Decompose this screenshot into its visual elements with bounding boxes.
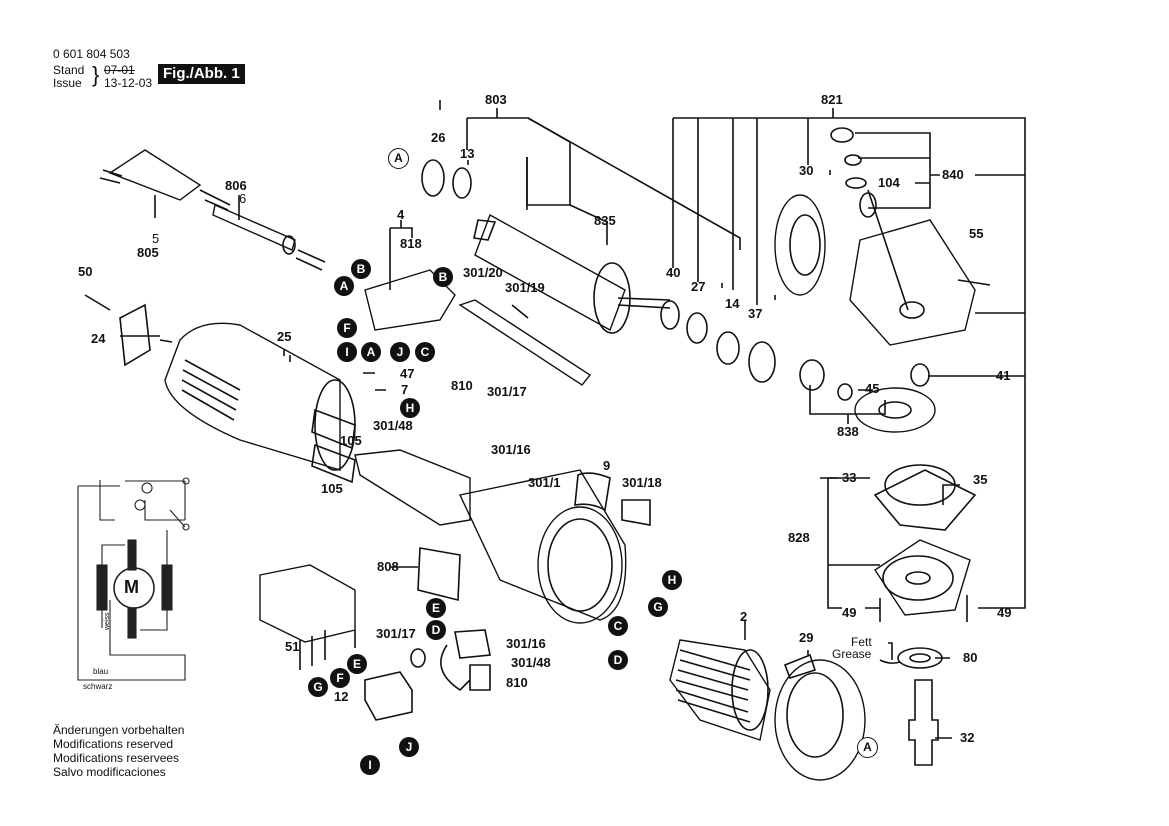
motor-symbol: M [124, 577, 139, 597]
part-label-7: 7 [401, 382, 409, 397]
part-label-810-b: 810 [506, 675, 528, 690]
connector-h-callout: H [400, 398, 420, 418]
part-label-301-18: 301/18 [622, 475, 662, 490]
connector-d-callout: D [608, 650, 628, 670]
part-label-80: 80 [963, 650, 978, 665]
connector-g-callout: G [648, 597, 668, 617]
part-label-105-b: 105 [321, 481, 343, 496]
connector-e-callout: E [347, 654, 367, 674]
wire-label-white: weiss [104, 612, 111, 630]
part-label-806: 806 [225, 178, 247, 193]
connector-b-callout: B [351, 259, 371, 279]
connector-j-callout: J [390, 342, 410, 362]
part-label-301-48-a: 301/48 [373, 418, 413, 433]
connector-a-ref-callout: A [857, 737, 878, 758]
part-label-808: 808 [377, 559, 399, 574]
connector-d-callout: D [426, 620, 446, 640]
part-label-838: 838 [837, 424, 859, 439]
leader-821 [673, 117, 1026, 609]
connector-f-callout: F [337, 318, 357, 338]
part-label-33: 33 [842, 470, 857, 485]
part-label-805: 805 [137, 245, 159, 260]
grease-label-en: Grease [832, 647, 872, 661]
part-label-41: 41 [996, 368, 1011, 383]
leader-803 [467, 117, 741, 250]
connector-h-callout: H [662, 570, 682, 590]
part-label-26: 26 [431, 130, 446, 145]
part-label-29: 29 [799, 630, 814, 645]
connector-g-callout: G [308, 677, 328, 697]
disclaimer-en: Modifications reserved [53, 737, 174, 751]
connector-b-callout: B [433, 267, 453, 287]
part-number: 0 601 804 503 [53, 47, 130, 61]
part-label-35: 35 [973, 472, 988, 487]
wire-label-black: schwarz [83, 682, 113, 691]
part-label-40: 40 [666, 265, 681, 280]
connector-f-callout: F [330, 668, 350, 688]
part-label-301-16-a: 301/16 [491, 442, 531, 457]
part-label-12: 12 [334, 689, 349, 704]
stand-date: 07-01 [104, 63, 135, 77]
part-label-30: 30 [799, 163, 814, 178]
connector-a-ref-callout: A [388, 148, 409, 169]
part-label-9: 9 [603, 458, 611, 473]
part-label-4: 4 [397, 207, 405, 222]
disclaimer-fr: Modifications reservees [53, 751, 180, 765]
part-label-27: 27 [691, 279, 706, 294]
connector-i-callout: I [360, 755, 380, 775]
wire-label-blue: blau [93, 667, 109, 676]
part-label-49-b: 49 [997, 605, 1012, 620]
connector-i-callout: I [337, 342, 357, 362]
part-label-828: 828 [788, 530, 810, 545]
part-label-821: 821 [821, 92, 843, 107]
connector-e-callout: E [426, 598, 446, 618]
part-label-301-20: 301/20 [463, 265, 503, 280]
issue-date: 13-12-03 [104, 76, 153, 90]
connector-a-callout: A [334, 276, 354, 296]
part-label-105-a: 105 [340, 433, 362, 448]
part-label-301-48-b: 301/48 [511, 655, 551, 670]
figure-label: Fig./Abb. 1 [158, 64, 245, 84]
part-label-104: 104 [878, 175, 900, 190]
issue-label: Issue [53, 76, 82, 90]
part-label-301-17-b: 301/17 [376, 626, 416, 641]
part-label-6: 6 [239, 191, 247, 206]
connector-a-callout: A [361, 342, 381, 362]
part-label-803: 803 [485, 92, 507, 107]
part-label-301-17-a: 301/17 [487, 384, 527, 399]
part-label-301-1: 301/1 [528, 475, 561, 490]
part-label-45: 45 [865, 381, 880, 396]
disclaimer-es: Salvo modificaciones [53, 765, 166, 779]
wiring-diagram [77, 477, 190, 681]
part-label-301-16-b: 301/16 [506, 636, 546, 651]
part-label-818: 818 [400, 236, 422, 251]
leader-835 [526, 157, 608, 245]
part-label-14: 14 [725, 296, 740, 311]
part-label-835: 835 [594, 213, 616, 228]
part-label-37: 37 [748, 306, 763, 321]
disclaimer-de: Änderungen vorbehalten [53, 723, 185, 737]
grease-label-de: Fett [851, 635, 872, 649]
part-label-13: 13 [460, 146, 475, 161]
connector-j-callout: J [399, 737, 419, 757]
disclaimer-text: Änderungen vorbehalten Modifications res… [53, 723, 184, 779]
part-label-840: 840 [942, 167, 964, 182]
part-label-47: 47 [400, 366, 415, 381]
stand-label: Stand [53, 63, 85, 77]
part-label-55: 55 [969, 226, 984, 241]
part-label-810-a: 810 [451, 378, 473, 393]
part-label-5: 5 [152, 231, 160, 246]
brace-glyph: } [92, 62, 100, 87]
part-label-25: 25 [277, 329, 292, 344]
part-label-51: 51 [285, 639, 300, 654]
connector-c-callout: C [415, 342, 435, 362]
connector-c-callout: C [608, 616, 628, 636]
part-label-301-19: 301/19 [505, 280, 545, 295]
part-label-50: 50 [78, 264, 93, 279]
part-label-24: 24 [91, 331, 106, 346]
part-label-49-a: 49 [842, 605, 857, 620]
part-label-2: 2 [740, 609, 748, 624]
part-label-32: 32 [960, 730, 975, 745]
